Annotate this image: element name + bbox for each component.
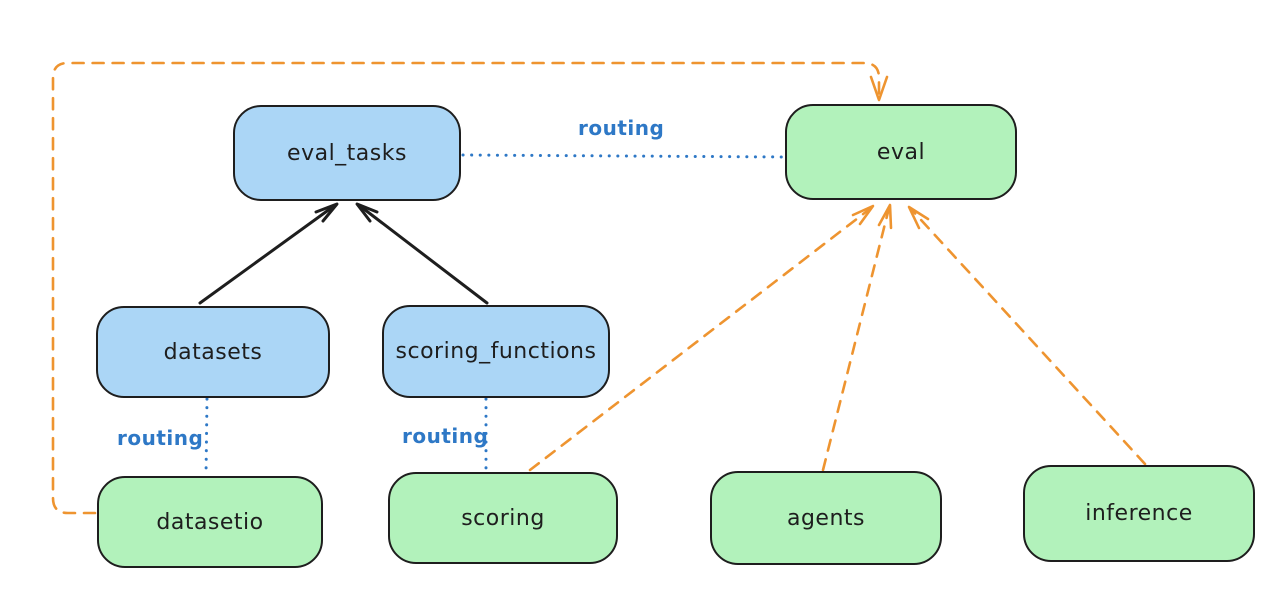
node-label-datasets: datasets	[163, 339, 263, 365]
edge-datasets-to-eval_tasks-arrowhead	[314, 202, 339, 223]
edge-datasets-to-datasetio-routing	[204, 397, 209, 477]
node-label-scoring_functions: scoring_functions	[395, 339, 597, 364]
edge-eval_tasks-to-eval-routing	[461, 153, 787, 159]
edge-label-routing-0: routing	[578, 116, 665, 140]
node-eval_tasks: eval_tasks	[233, 105, 461, 201]
node-scoring: scoring	[388, 472, 618, 564]
node-label-eval_tasks: eval_tasks	[287, 140, 407, 166]
node-label-eval: eval	[876, 139, 926, 165]
edge-scoring_functions-to-eval_tasks	[358, 204, 489, 305]
node-label-agents: agents	[786, 505, 865, 531]
node-label-scoring: scoring	[461, 505, 545, 531]
edge-datasets-to-eval_tasks	[198, 204, 336, 305]
edge-scoring_functions-to-eval_tasks-arrowhead	[355, 202, 379, 223]
node-inference: inference	[1023, 465, 1255, 562]
edge-agents-to-eval	[821, 206, 891, 472]
node-label-datasetio: datasetio	[156, 509, 264, 535]
node-datasetio: datasetio	[97, 476, 323, 568]
edge-scoring-to-eval	[528, 206, 873, 472]
edge-inference-to-eval-arrowhead	[907, 205, 930, 230]
node-eval: eval	[785, 104, 1017, 200]
edge-inference-to-eval	[909, 207, 1147, 466]
node-agents: agents	[710, 471, 942, 565]
edge-datasetio-to-eval	[51, 61, 881, 515]
node-scoring_functions: scoring_functions	[382, 305, 610, 398]
edge-scoring-to-eval-arrowhead	[851, 204, 875, 226]
node-datasets: datasets	[96, 306, 330, 398]
edge-label-routing-1: routing	[117, 426, 204, 450]
node-label-inference: inference	[1085, 501, 1193, 526]
edge-label-routing-2: routing	[402, 424, 489, 448]
edge-agents-to-eval-arrowhead	[877, 203, 893, 230]
edge-datasetio-to-eval-arrowhead	[869, 75, 889, 102]
